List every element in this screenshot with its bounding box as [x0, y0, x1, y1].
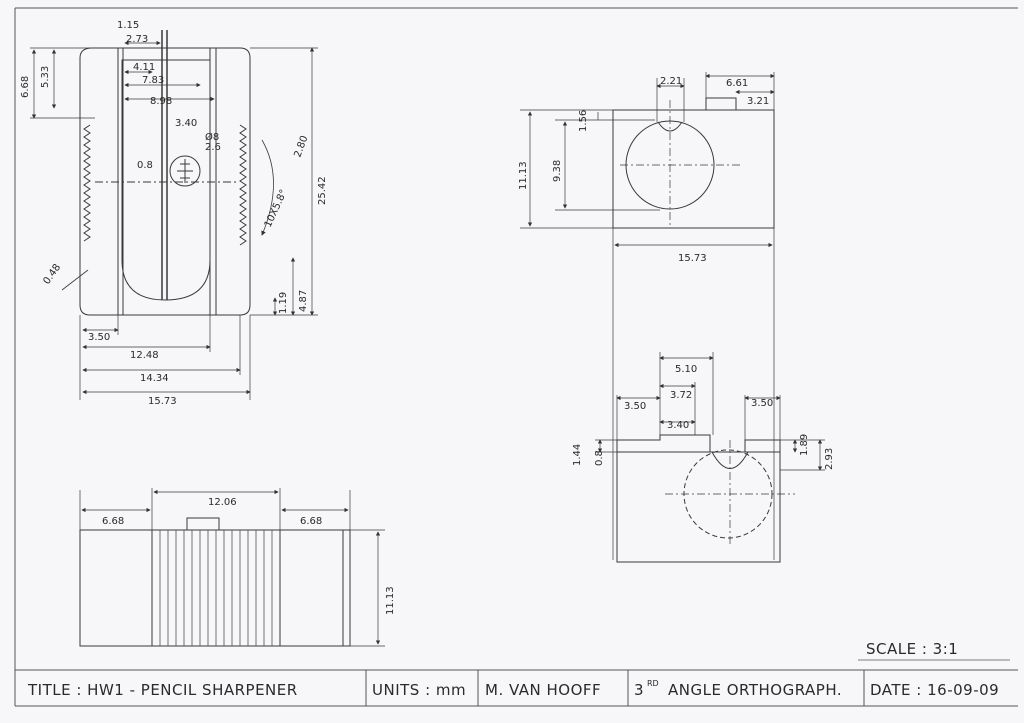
dim-2-21: 2.21 [660, 76, 682, 87]
date-text: DATE : 16-09-09 [870, 681, 999, 699]
dim-3-40: 3.40 [175, 118, 197, 129]
title-text: TITLE : HW1 - PENCIL SHARPENER [27, 681, 298, 699]
scale-label: SCALE : 3:1 [866, 640, 958, 658]
dim-1-15: 1.15 [117, 20, 139, 31]
dim-top-3-40: 3.40 [667, 420, 689, 431]
dim-side-15-73: 15.73 [678, 253, 707, 264]
dim-2-6: 2.6 [205, 142, 221, 153]
author-text: M. VAN HOOFF [485, 681, 601, 699]
dim-1-56: 1.56 [578, 110, 589, 132]
title-block: TITLE : HW1 - PENCIL SHARPENER UNITS : m… [27, 670, 999, 706]
dim-bottom-6-68-left: 6.68 [102, 516, 124, 527]
dim-1-19: 1.19 [278, 292, 289, 314]
top-view [595, 352, 825, 563]
projection-number: 3 [634, 681, 644, 699]
front-view-dimensions: 1.15 2.73 4.11 7.83 8.98 5.33 6.68 3.40 … [20, 20, 328, 407]
side-body [612, 109, 775, 229]
dim-serration: 10X5.8° [263, 188, 290, 229]
dim-7-83: 7.83 [142, 75, 164, 86]
dim-3-72: 3.72 [670, 390, 692, 401]
dim-8-98: 8.98 [150, 96, 172, 107]
dim-top-3-50-left: 3.50 [624, 401, 646, 412]
dim-3-21: 3.21 [747, 96, 769, 107]
screw-head [169, 155, 201, 187]
dim-2-73: 2.73 [126, 34, 148, 45]
dim-0-8: 0.8 [137, 160, 153, 171]
dim-12-06: 12.06 [208, 497, 237, 508]
right-serration [239, 124, 247, 246]
dim-4-87: 4.87 [298, 290, 309, 312]
dim-6-68: 6.68 [20, 76, 31, 98]
dim-1-44: 1.44 [572, 444, 583, 466]
side-view [520, 72, 775, 560]
bottom-view-dimensions: 6.68 12.06 6.68 11.13 [102, 497, 396, 615]
ribbed-texture [159, 530, 273, 646]
dim-0-48: 0.48 [41, 262, 63, 287]
side-view-dimensions: 2.21 6.61 3.21 1.56 11.13 9.38 15.73 [518, 76, 769, 264]
dim-2-80: 2.80 [292, 134, 310, 159]
dim-bottom-11-13: 11.13 [385, 586, 396, 615]
dim-5-33: 5.33 [40, 66, 51, 88]
dim-dia-8: Ø8 [205, 131, 219, 143]
dim-4-11: 4.11 [133, 62, 155, 73]
top-body-outline [616, 434, 781, 563]
dim-top-0-8: 0.8 [594, 450, 605, 466]
dim-6-61: 6.61 [726, 78, 748, 89]
projection-text: ANGLE ORTHOGRAPH. [668, 681, 842, 699]
dim-15-73: 15.73 [148, 396, 177, 407]
dim-5-10: 5.10 [675, 364, 697, 375]
bottom-view [79, 488, 385, 647]
front-view [30, 30, 318, 400]
dim-14-34: 14.34 [140, 373, 169, 384]
projection-superscript: RD [647, 679, 659, 688]
dim-12-48: 12.48 [130, 350, 159, 361]
top-view-dimensions: 5.10 3.72 3.40 3.50 3.50 1.89 2.93 1.44 … [572, 364, 835, 470]
dim-11-13: 11.13 [518, 161, 529, 190]
bottom-tab [186, 517, 220, 531]
dim-top-3-50-right: 3.50 [751, 398, 773, 409]
sheet-border [14, 7, 1018, 707]
dim-1-89: 1.89 [799, 434, 810, 456]
dim-9-38: 9.38 [552, 160, 563, 182]
side-tab [705, 97, 737, 111]
bottom-body [79, 529, 351, 647]
dim-25-42: 25.42 [317, 176, 328, 205]
dim-bottom-6-68-right: 6.68 [300, 516, 322, 527]
dim-2-93: 2.93 [824, 448, 835, 470]
left-serration [83, 124, 91, 242]
units-text: UNITS : mm [372, 681, 466, 699]
blade-slot [121, 59, 211, 301]
dim-3-50: 3.50 [88, 332, 110, 343]
